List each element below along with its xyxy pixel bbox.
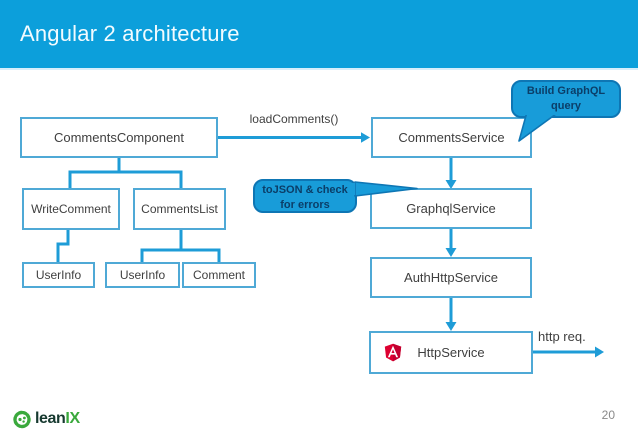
leanix-wordmark: leanIX — [35, 410, 80, 428]
arrowhead-authhttp-http — [445, 322, 457, 331]
angular-logo-icon — [384, 343, 402, 361]
callout-line: Build GraphQL — [526, 85, 606, 97]
callout-build-graphql-text: Build GraphQL query — [511, 84, 621, 114]
box-label: WriteComment — [31, 202, 111, 216]
callout-line: for errors — [280, 198, 330, 211]
box-label: AuthHttpService — [404, 270, 498, 285]
edge-label-http-req: http req. — [538, 329, 586, 344]
box-label: Comment — [192, 268, 245, 282]
box-label: UserInfo — [119, 268, 166, 282]
callout-line: toJSON & check — [262, 184, 348, 196]
leanix-logo: leanIX — [12, 409, 80, 429]
callout-line: query — [551, 99, 581, 112]
box-auth-http-service: AuthHttpService — [370, 257, 532, 298]
arrowhead-loadcomments — [361, 132, 370, 143]
box-write-comment: WriteComment — [22, 188, 120, 230]
box-comments-service: CommentsService — [371, 117, 532, 158]
box-label: HttpService — [417, 345, 485, 360]
callout-tojson-text: toJSON & check for errors — [253, 183, 357, 213]
edge-writecomment-userinfo — [56, 230, 70, 263]
box-graphql-service: GraphqlService — [370, 188, 532, 229]
box-user-info-1: UserInfo — [22, 262, 95, 288]
box-label: CommentsService — [398, 130, 505, 145]
box-user-info-2: UserInfo — [105, 262, 180, 288]
box-comments-list: CommentsList — [133, 188, 226, 230]
page-number: 20 — [601, 408, 615, 422]
edge-label-loadcomments: loadComments() — [249, 112, 339, 126]
box-label: CommentsComponent — [53, 130, 185, 145]
box-http-service: HttpService — [369, 331, 533, 374]
box-label: UserInfo — [35, 268, 82, 282]
box-label: CommentsList — [141, 202, 218, 216]
box-label: GraphqlService — [406, 201, 496, 216]
box-comments-component: CommentsComponent — [20, 117, 218, 158]
leanix-globe-icon — [13, 410, 31, 429]
slide-title: Angular 2 architecture — [20, 21, 240, 46]
leanix-wordmark-lean: lean — [35, 410, 66, 427]
arrowhead-httpreq — [595, 346, 604, 358]
arrowhead-graphql-authhttp — [445, 248, 457, 257]
leanix-wordmark-ix: IX — [65, 410, 80, 427]
slide-header: Angular 2 architecture — [0, 0, 638, 70]
box-comment: Comment — [182, 262, 256, 288]
edge-component-children-bracket — [68, 170, 183, 189]
